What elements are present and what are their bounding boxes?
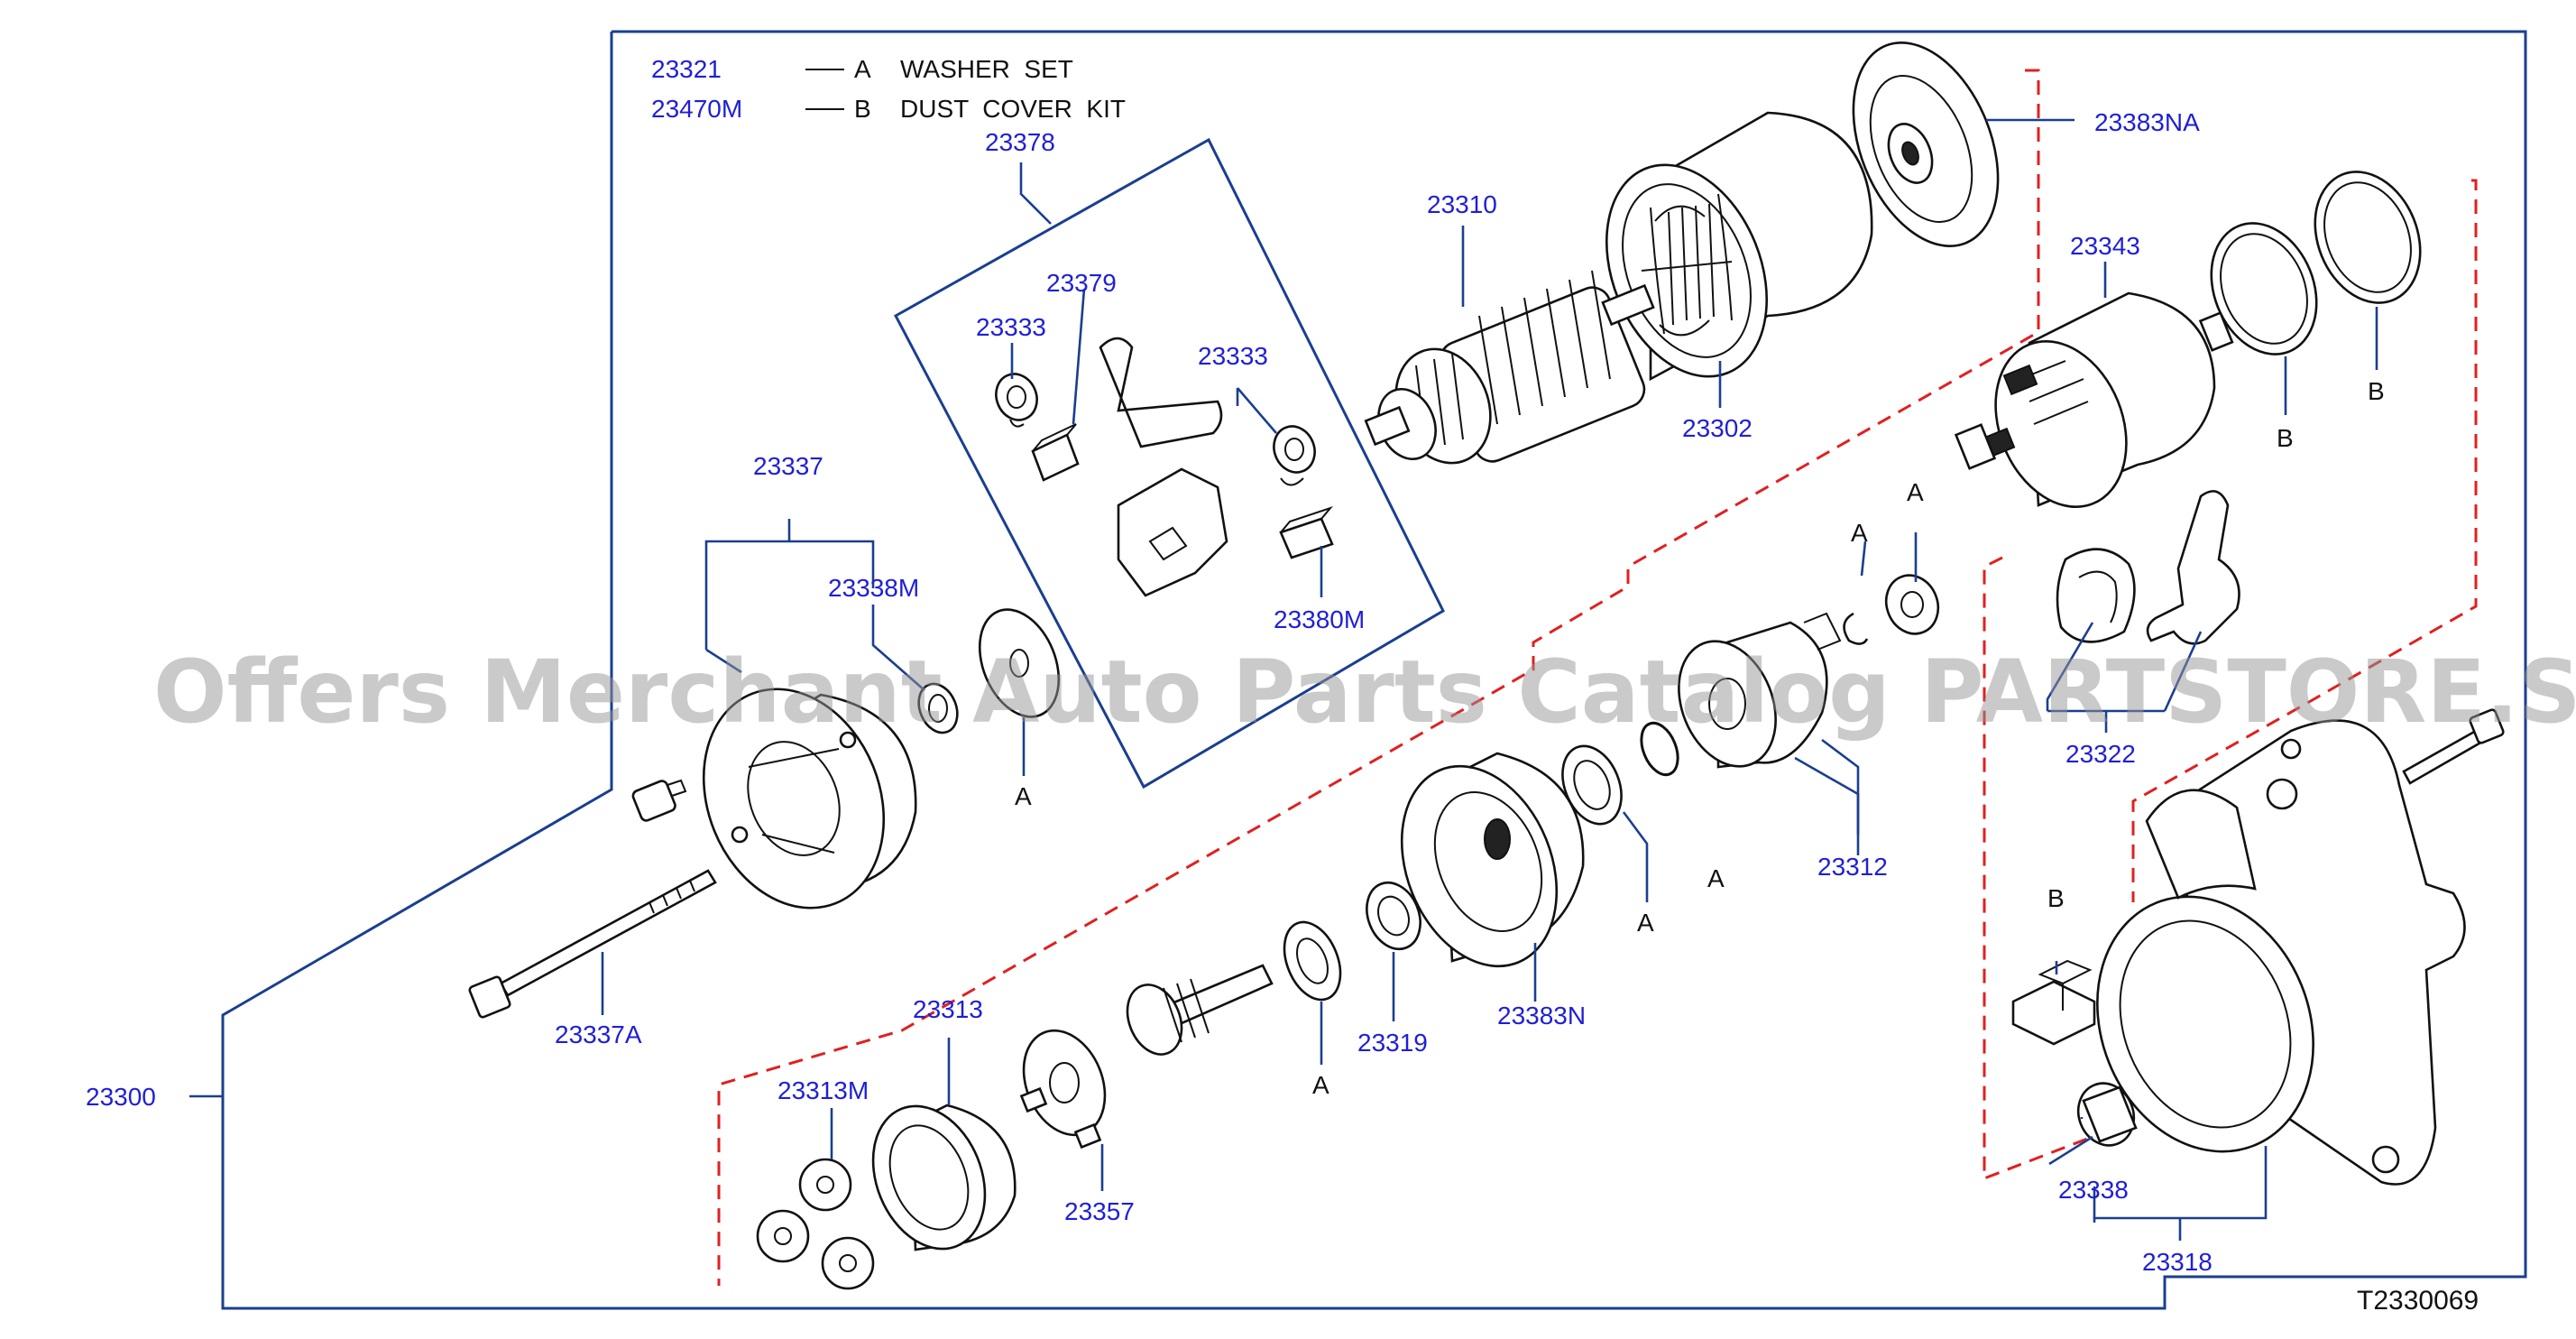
legend-name-dust-cover: DUST COVER KIT (900, 95, 1126, 123)
label-23313M: 23313M (777, 1076, 869, 1104)
part-bearing-a-upper (1884, 574, 1940, 635)
label-23378: 23378 (985, 128, 1055, 156)
leader-23338M (871, 605, 925, 691)
part-23378-brush-holder-plate (1099, 337, 1228, 597)
part-screw-small (631, 779, 687, 822)
part-housing-bolt (2402, 708, 2505, 785)
label-23383NA: 23383NA (2094, 108, 2200, 136)
diagram-code: T2330069 (2357, 1286, 2479, 1316)
legend-name-washer-set: WASHER SET (900, 55, 1073, 83)
part-23302-yoke (1605, 111, 1873, 382)
part-23383NA-cover-plate (1852, 42, 2000, 247)
part-23338M-bushing (917, 682, 959, 734)
part-23322-clip (2056, 548, 2136, 643)
part-23322-shift-lever (2146, 490, 2240, 645)
brush-kit-frame (893, 137, 1445, 790)
part-23318-front-housing (2096, 719, 2466, 1186)
legend-code-washer-set: 23321 (651, 55, 722, 83)
part-23333-spring-b (1273, 425, 1316, 486)
leader-23378 (1019, 162, 1052, 225)
label-23343: 23343 (2070, 232, 2140, 260)
leader-a-washer-mid (1622, 811, 1649, 902)
part-dust-cover-ring-1 (2210, 222, 2318, 356)
label-23318: 23318 (2142, 1248, 2213, 1276)
mark-a-snap: A (1707, 864, 1725, 892)
dashed-group-armature (717, 69, 2040, 1286)
legend-code-dust-cover: 23470M (651, 95, 742, 123)
label-23379: 23379 (1046, 269, 1117, 297)
part-23319-bearing (1366, 881, 1421, 951)
label-23380M: 23380M (1274, 605, 1365, 633)
assembly-frame (221, 30, 2527, 1310)
mark-a-washer-lower: A (1312, 1071, 1329, 1099)
label-23319: 23319 (1357, 1029, 1428, 1057)
legend-letter-a: A (854, 55, 871, 83)
leader-23322-b (2163, 631, 2203, 712)
leader-23379 (1072, 288, 1086, 425)
part-washer-a-lower (1283, 920, 1342, 1002)
label-23337A: 23337A (555, 1020, 642, 1048)
label-23338M: 23338M (828, 574, 919, 602)
part-23380M-brush-b (1279, 505, 1334, 559)
part-23343-solenoid (1954, 291, 2234, 508)
label-23337: 23337 (753, 452, 823, 480)
part-23357-shaft-carrier (1019, 964, 1274, 1150)
mark-b-ring-2: B (2368, 377, 2385, 405)
label-23313: 23313 (913, 995, 983, 1023)
part-23383N-gear-housing (1400, 752, 1585, 968)
mark-a-cring: A (1851, 519, 1868, 547)
part-23313M-planet-gear-1 (798, 1158, 852, 1212)
mark-a-rear: A (1015, 782, 1032, 810)
part-23337A-through-bolt (468, 869, 717, 1019)
leader-23338 (2048, 1135, 2093, 1166)
leader-23322-a (2046, 622, 2094, 711)
mark-a-bearing: A (1907, 478, 1924, 506)
part-23312-pinion-clutch (1678, 612, 1842, 769)
part-c-ring-a (1843, 612, 1869, 645)
label-23312: 23312 (1817, 853, 1888, 881)
part-dust-cover-block-b (2011, 959, 2096, 1046)
part-23337-rear-cover (702, 688, 917, 910)
dashed-group-solenoid (2131, 179, 2478, 902)
part-23379-brush-a (1031, 423, 1080, 482)
part-23333-spring-a (995, 373, 1038, 428)
label-23338: 23338 (2058, 1176, 2129, 1204)
leader-23333b (1237, 387, 1277, 434)
leader-a-snap (1821, 738, 1860, 855)
label-23383N: 23383N (1497, 1002, 1586, 1030)
part-23338-bushing (2076, 1082, 2138, 1147)
part-23313M-planet-gear-2 (756, 1209, 810, 1263)
part-23313-internal-ring-gear (871, 1104, 1017, 1251)
mark-b-block: B (2047, 884, 2065, 912)
label-23302: 23302 (1682, 414, 1753, 442)
leader-23312 (1794, 756, 1860, 835)
part-dust-cover-ring-2 (2314, 171, 2422, 304)
mark-b-ring-1: B (2277, 424, 2294, 452)
leader-23337-tip (705, 648, 742, 674)
dashed-group-housing (1983, 556, 2102, 1181)
label-23322: 23322 (2065, 740, 2136, 768)
legend-letter-b: B (854, 95, 871, 123)
part-23313M-planet-gear-3 (821, 1236, 875, 1290)
part-23310-armature (1364, 270, 1655, 465)
watermark-text: Offers Merchant Auto Parts Catalog PARTS… (153, 642, 2576, 743)
part-snap-ring-a (1640, 721, 1679, 777)
label-23310: 23310 (1427, 190, 1497, 218)
part-washer-a-rear (978, 608, 1061, 718)
label-23357: 23357 (1064, 1197, 1135, 1225)
leader-a-upper-1 (1860, 540, 1867, 577)
label-23333-b: 23333 (1198, 342, 1268, 370)
mark-a-washer-mid: A (1637, 909, 1654, 937)
label-23333-a: 23333 (976, 313, 1046, 341)
label-23300: 23300 (86, 1083, 156, 1111)
